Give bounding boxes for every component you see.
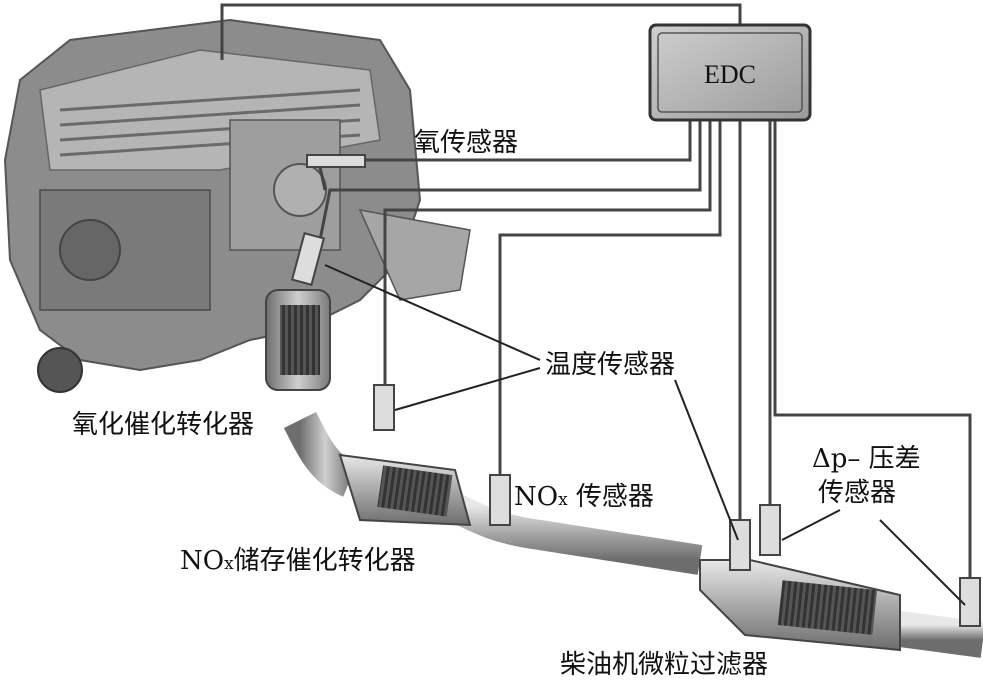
engine-block bbox=[3, 18, 471, 393]
temp-sensor-1-body bbox=[290, 232, 326, 286]
nox-sensor-label-sub: x bbox=[558, 490, 568, 510]
temp-sensor-2-body bbox=[373, 384, 395, 431]
nox-sensor-label: NOx 传感器 bbox=[514, 484, 654, 510]
o2-sensor-body bbox=[306, 154, 366, 191]
o2-sensor-label: 氧传感器 bbox=[414, 128, 519, 158]
edc-label: EDC bbox=[704, 60, 756, 89]
dp-sensor-label-line1: Δp– 压差 bbox=[812, 444, 921, 474]
oxidation-catalyst-shape bbox=[265, 289, 331, 391]
dp-sensor-2-body bbox=[959, 577, 981, 627]
nox-storage-label-sub: x bbox=[224, 554, 234, 574]
nox-storage-label-prefix: NO bbox=[180, 546, 225, 576]
dp-sensor-label-line2: 传感器 bbox=[818, 478, 897, 508]
nox-sensor-label-suffix: 传感器 bbox=[567, 482, 654, 512]
dp-sensor-1-body bbox=[759, 504, 781, 556]
edc-unit bbox=[648, 23, 812, 122]
leader-lines bbox=[324, 264, 966, 606]
dpf-label: 柴油机微粒过滤器 bbox=[560, 650, 769, 680]
nox-storage-catalyst-shape bbox=[338, 453, 472, 527]
oxidation-catalyst-label: 氧化催化转化器 bbox=[72, 410, 255, 440]
wiring-harness bbox=[220, 3, 972, 580]
temp-sensor-label: 温度传感器 bbox=[545, 350, 676, 380]
nox-sensor-body bbox=[489, 474, 511, 526]
nox-sensor-label-prefix: NO bbox=[514, 482, 559, 512]
dpf-shape bbox=[699, 559, 901, 652]
nox-storage-label-suffix: 储存催化转化器 bbox=[233, 546, 416, 576]
nox-storage-catalyst-label: NOx储存催化转化器 bbox=[180, 548, 416, 574]
